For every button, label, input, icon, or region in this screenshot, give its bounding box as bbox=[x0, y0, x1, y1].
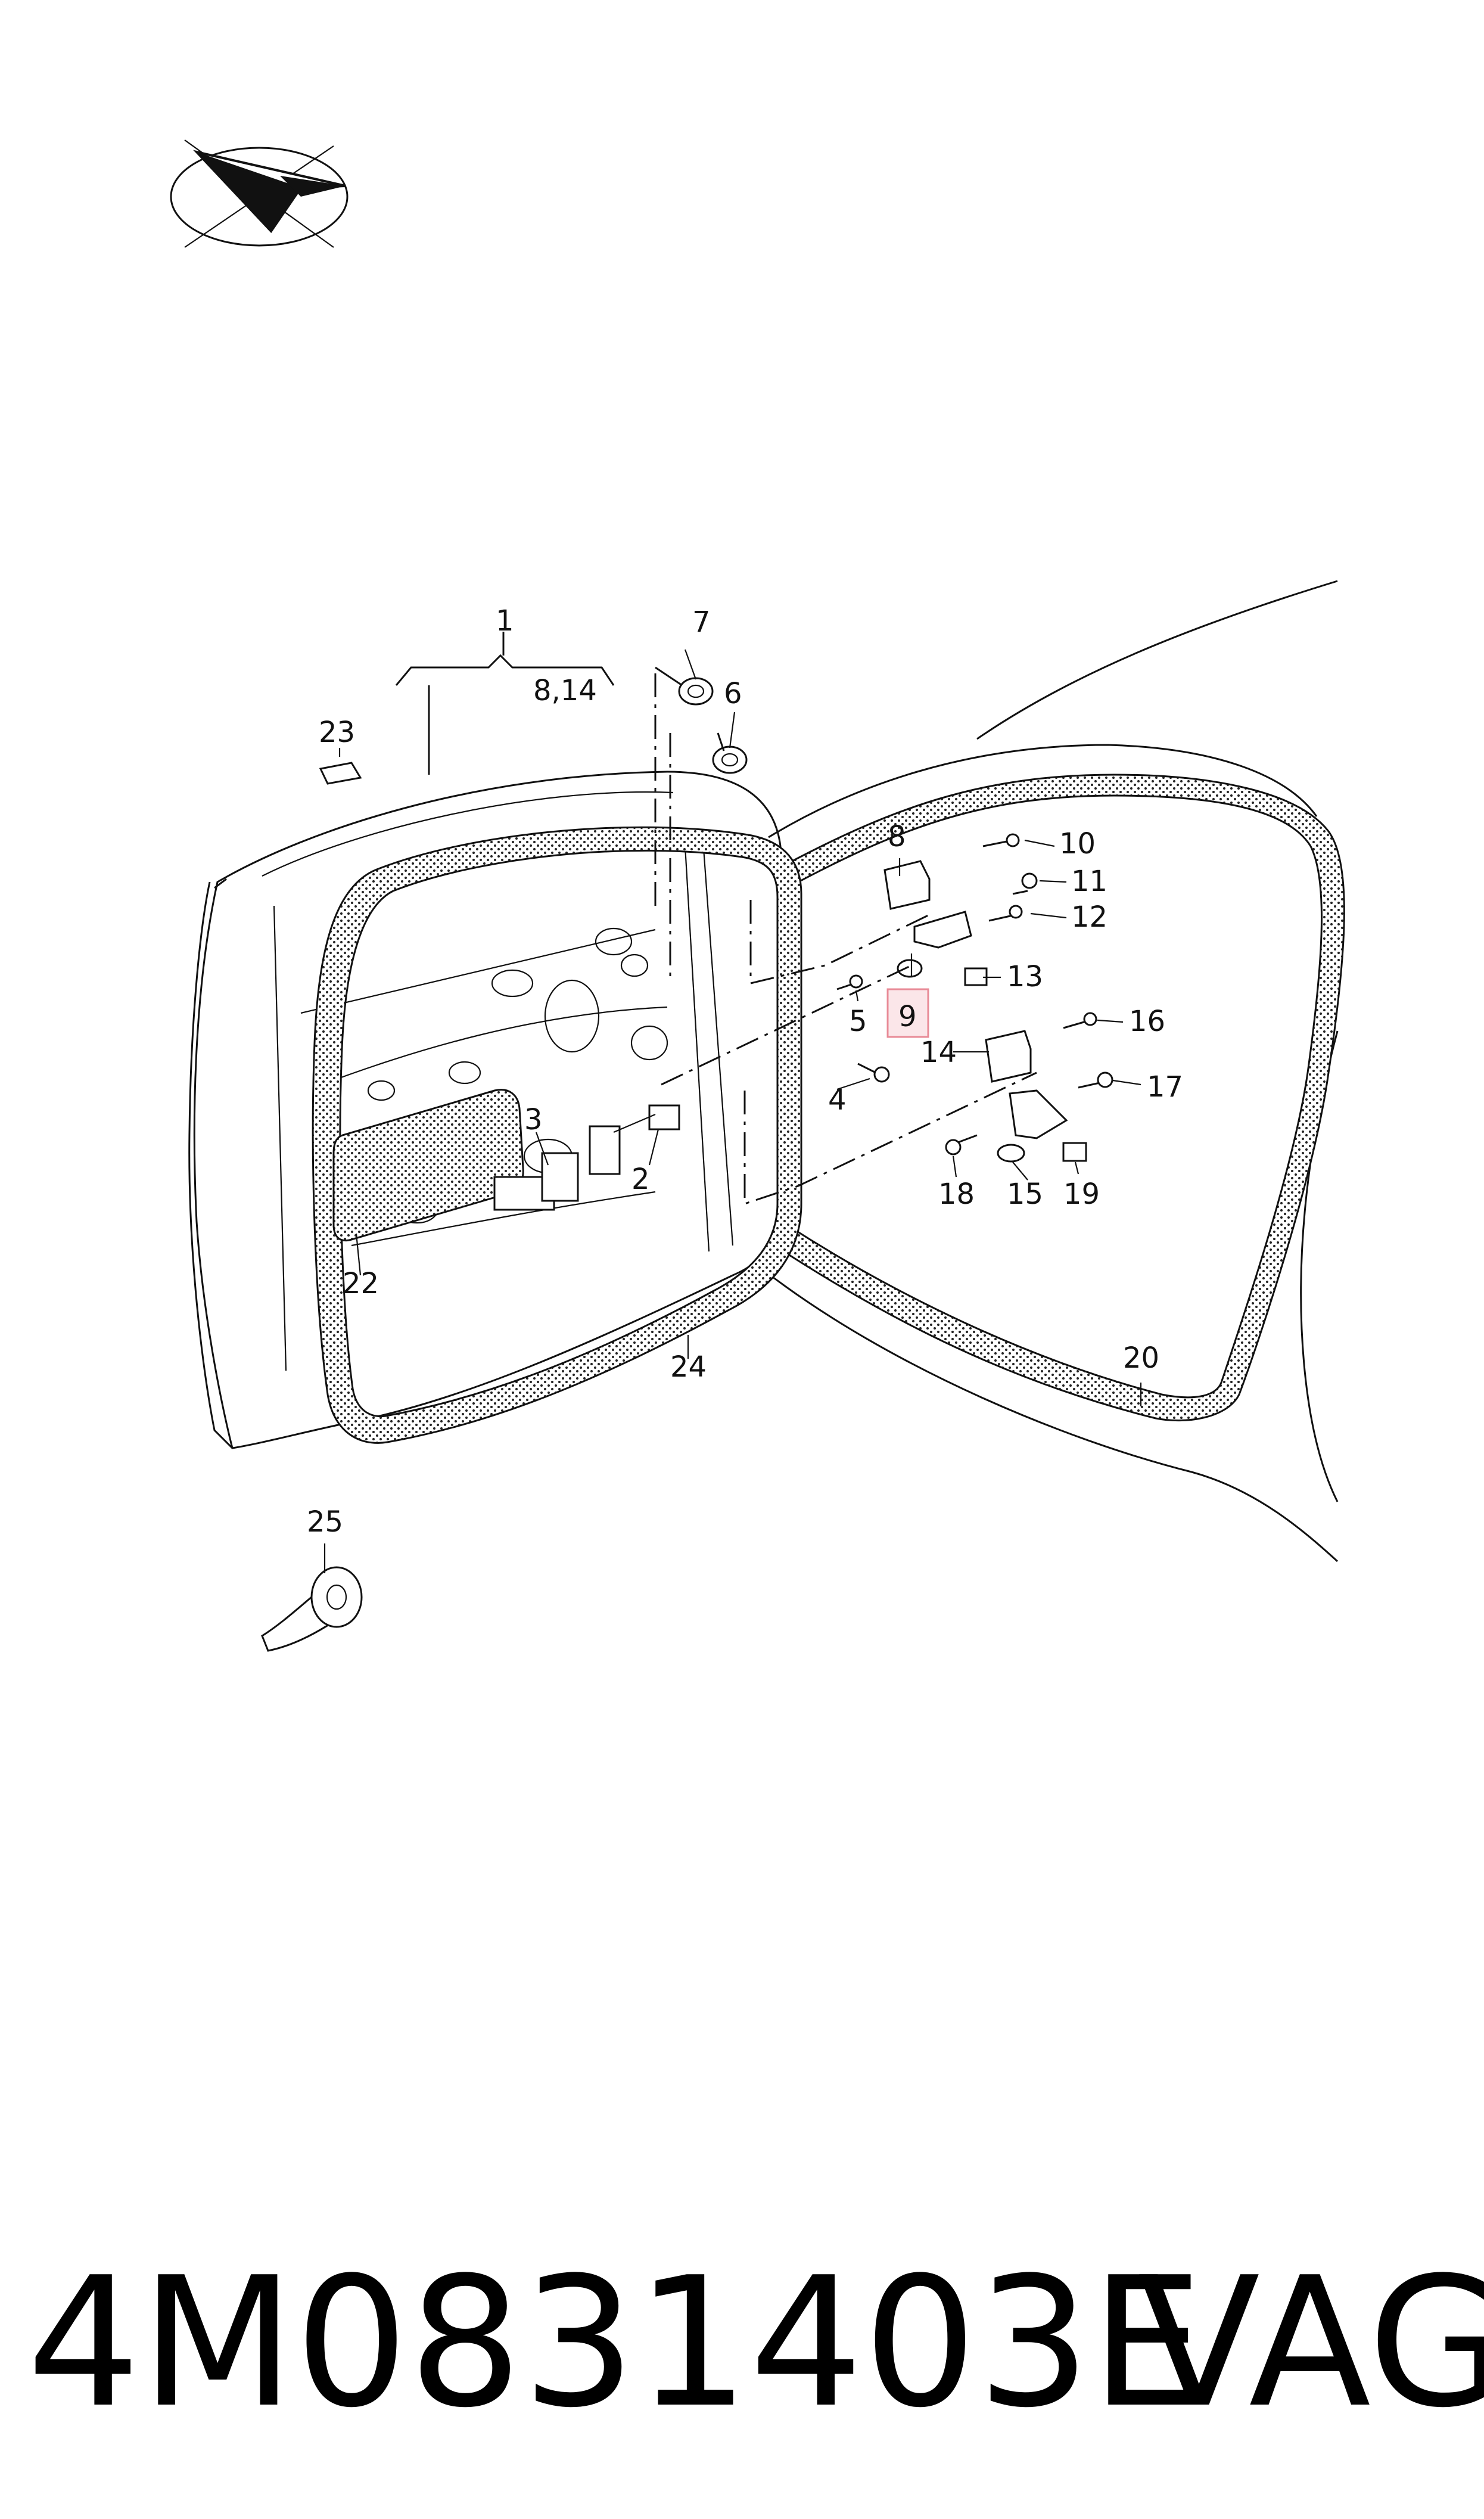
bolts bbox=[836, 833, 1113, 1156]
callout-8: 8 bbox=[888, 820, 906, 853]
callout-20: 20 bbox=[1123, 1341, 1159, 1375]
callout-19: 19 bbox=[1063, 1178, 1100, 1211]
callout-14: 14 bbox=[920, 1036, 957, 1069]
callout-6: 6 bbox=[724, 677, 742, 710]
adhesive-tape-roll bbox=[261, 1566, 363, 1652]
callout-23: 23 bbox=[319, 716, 355, 749]
callout-10: 10 bbox=[1059, 827, 1096, 861]
assembly-lines bbox=[654, 673, 1037, 1206]
callout-18: 18 bbox=[938, 1178, 975, 1211]
sound-insulation-pad bbox=[332, 1089, 524, 1241]
part-number: 4M0831403E bbox=[27, 2239, 1203, 2447]
leader-lines bbox=[323, 649, 1142, 1573]
body-opening-seal bbox=[773, 774, 1345, 1422]
car-body-outline bbox=[762, 580, 1339, 1563]
callout-1: 1 bbox=[496, 604, 514, 638]
door-seal bbox=[312, 826, 802, 1444]
callout-25: 25 bbox=[307, 1505, 343, 1539]
lower-hinge bbox=[985, 1030, 1087, 1163]
callout-3: 3 bbox=[524, 1103, 543, 1136]
callout-11: 11 bbox=[1071, 865, 1107, 898]
callout-13: 13 bbox=[1007, 960, 1043, 993]
callout-8-14: 8,14 bbox=[533, 674, 597, 707]
label-23-marker bbox=[319, 748, 362, 785]
callout-5: 5 bbox=[849, 1005, 867, 1038]
brand-label: VAG bbox=[1138, 2239, 1484, 2447]
callout-22: 22 bbox=[343, 1267, 379, 1300]
callout-9: 9 bbox=[898, 1000, 917, 1033]
callout-2: 2 bbox=[631, 1163, 650, 1196]
upper-hinge bbox=[883, 860, 988, 986]
part-9-highlight-box bbox=[886, 988, 929, 1038]
callout-15: 15 bbox=[1007, 1178, 1043, 1211]
callout-7: 7 bbox=[692, 605, 711, 639]
callout-12: 12 bbox=[1071, 900, 1107, 934]
callout-numbers: 1 8,14 23 7 6 8 10 11 12 13 5 9 14 16 17… bbox=[307, 604, 1183, 1539]
callout-4: 4 bbox=[828, 1083, 847, 1117]
callout-17: 17 bbox=[1147, 1070, 1183, 1104]
callout-1-bracket bbox=[395, 632, 725, 775]
callout-24: 24 bbox=[670, 1350, 707, 1384]
grommet-7 bbox=[678, 677, 714, 706]
callout-16: 16 bbox=[1129, 1005, 1165, 1038]
orientation-compass-icon bbox=[170, 139, 349, 248]
grommet-6 bbox=[712, 746, 748, 774]
door-check-parts bbox=[493, 1104, 680, 1211]
door-panel bbox=[188, 771, 794, 1449]
